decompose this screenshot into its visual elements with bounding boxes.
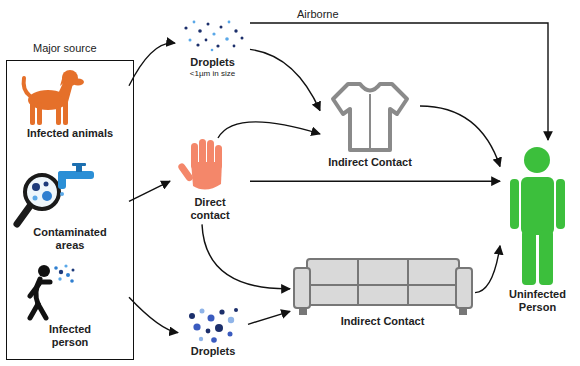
droplets <box>189 308 238 343</box>
panel-heading: Major source <box>33 42 97 55</box>
node-label: Droplets <box>175 56 250 69</box>
route-item: Droplets <box>178 305 248 360</box>
hand-icon <box>177 139 222 190</box>
person-icon <box>510 147 565 285</box>
node-label: Droplets <box>178 345 248 358</box>
shirt-icon <box>333 84 407 150</box>
node-label: Uninfected Person <box>502 288 574 314</box>
connector <box>248 311 290 324</box>
node-label: Indirect Contact <box>320 156 420 169</box>
node-label: Infected person <box>35 323 105 349</box>
contamination-icon <box>17 163 94 224</box>
contact-item: Indirect Contact <box>320 78 420 171</box>
connector <box>129 43 175 86</box>
connector <box>129 297 178 332</box>
node-label: Direct contact <box>180 196 240 222</box>
node-label: Infected animals <box>20 127 120 140</box>
fine-droplets <box>184 21 243 52</box>
source-item: Infected animals <box>11 67 129 142</box>
connector <box>202 224 290 288</box>
node-label: Contaminated areas <box>25 226 115 252</box>
connector <box>420 106 500 167</box>
edge-label: Airborne <box>295 8 341 20</box>
route-item: Droplets<1µm in size <box>175 18 250 81</box>
contact-item: Indirect Contact <box>290 255 475 330</box>
connector <box>129 181 170 201</box>
coughing-person-icon <box>30 264 75 318</box>
connector <box>250 23 548 140</box>
connector <box>250 180 500 181</box>
route-item: Direct contact <box>170 138 250 224</box>
source-panel: Major sourceInfected animalsContaminated… <box>6 60 134 360</box>
node-label: Indirect Contact <box>323 315 443 328</box>
dog-icon <box>24 70 84 125</box>
connector <box>475 246 500 293</box>
target-person: Uninfected Person <box>500 140 575 316</box>
sofa-icon <box>294 259 472 314</box>
connector <box>218 122 320 138</box>
source-item: Infected person <box>11 261 129 351</box>
source-item: Contaminated areas <box>11 166 129 254</box>
node-label: <1µm in size <box>175 69 250 79</box>
shirt-placket <box>369 94 371 148</box>
connector <box>250 49 320 110</box>
